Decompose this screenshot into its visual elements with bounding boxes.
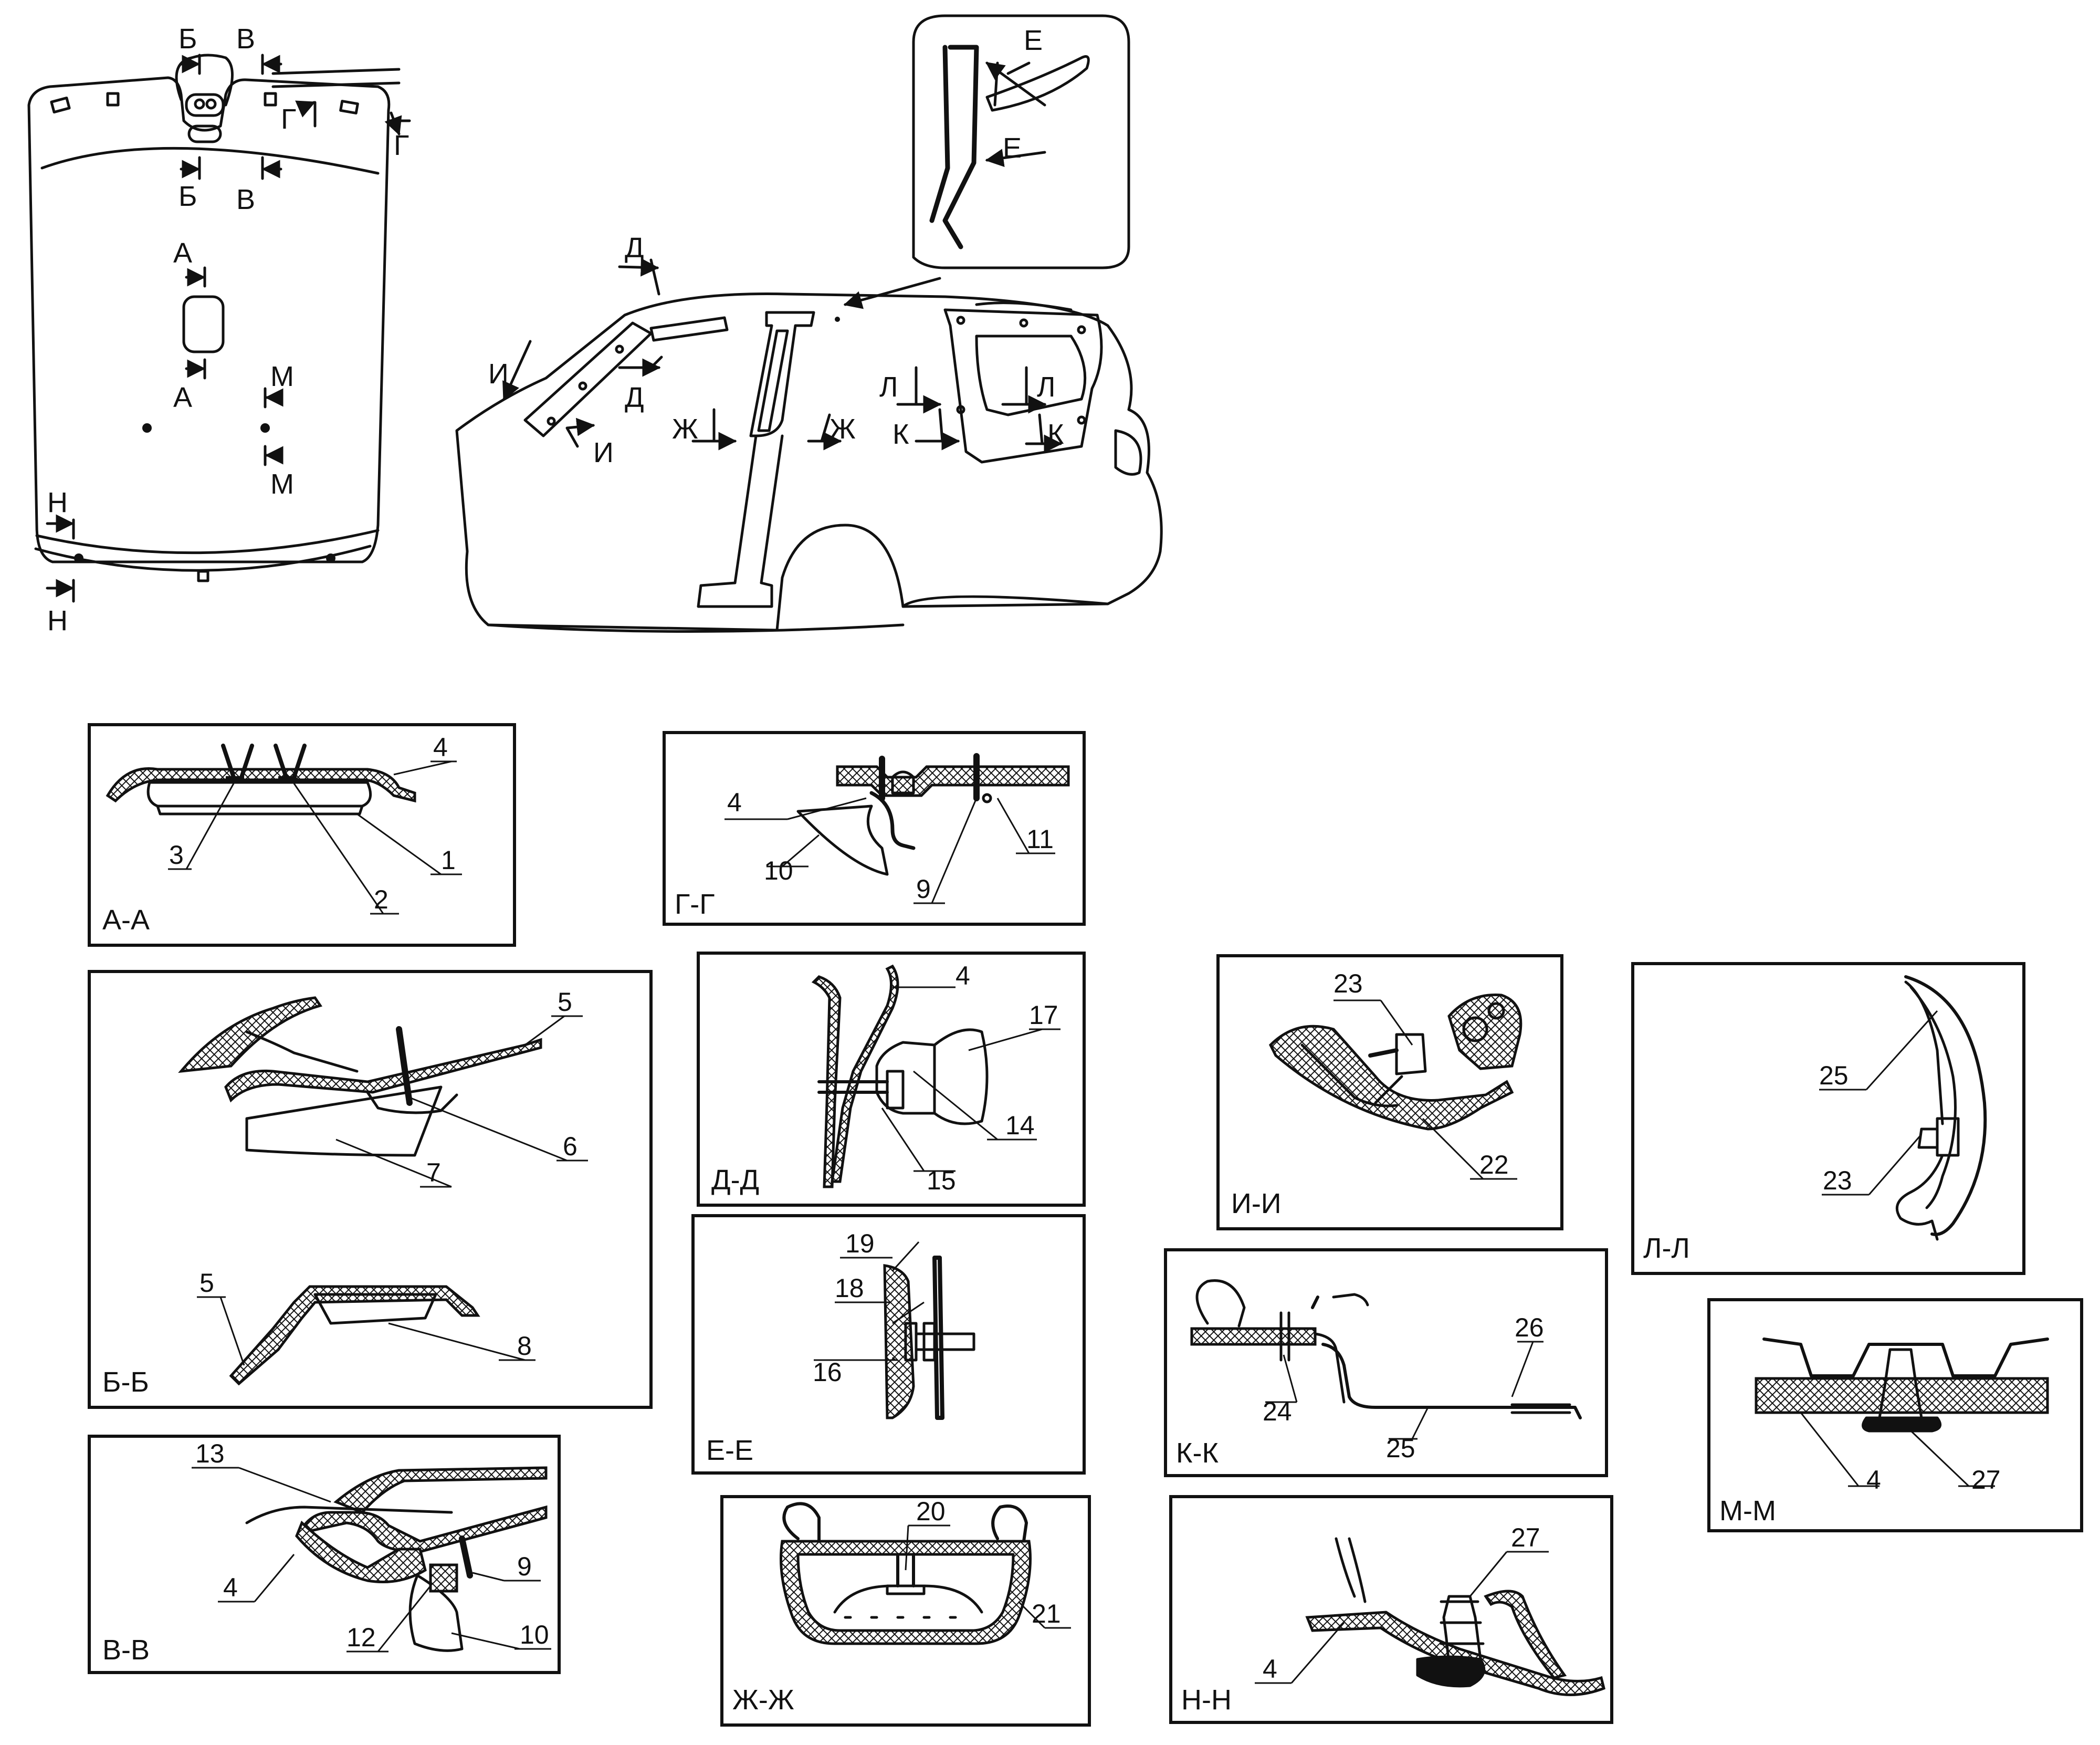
mark-l-right: Л (1037, 371, 1055, 403)
section-zhzh: 20 21 Ж-Ж (720, 1495, 1091, 1727)
mm-title: М-М (1719, 1495, 1776, 1527)
gg-label-4: 4 (727, 788, 742, 817)
section-ee: 19 18 16 Е-Е (691, 1214, 1086, 1475)
ii-label-22: 22 (1479, 1150, 1509, 1179)
bb-label-8: 8 (517, 1331, 532, 1361)
nn-title: Н-Н (1181, 1684, 1232, 1716)
vv-title: В-В (102, 1634, 150, 1666)
ee-label-18: 18 (835, 1273, 864, 1303)
dd-label-14: 14 (1005, 1111, 1035, 1140)
mark-v-top: В (236, 23, 255, 55)
section-nn: 27 4 Н-Н (1169, 1495, 1613, 1724)
mark-g-left: Г (281, 103, 296, 135)
mark-e-top: Е (1024, 25, 1043, 56)
mark-zh-right: Ж (830, 413, 856, 445)
section-dd: 4 17 14 15 Д-Д (697, 952, 1086, 1207)
section-vv: 13 4 9 12 10 В-В (88, 1435, 561, 1674)
kk-label-26: 26 (1515, 1313, 1544, 1342)
mark-d-bottom: Д (625, 382, 644, 413)
mark-g-right: Г (394, 130, 409, 161)
ee-title: Е-Е (706, 1435, 753, 1466)
section-ii: 23 22 И-И (1216, 954, 1563, 1230)
mark-m-top: М (270, 361, 294, 392)
gg-title: Г-Г (675, 889, 715, 920)
bb-label-5-bottom: 5 (200, 1268, 214, 1298)
mark-m-bottom: М (270, 468, 294, 500)
bb-label-6: 6 (563, 1132, 578, 1161)
bb-label-7: 7 (426, 1158, 441, 1187)
zhzh-title: Ж-Ж (732, 1684, 794, 1716)
dd-title: Д-Д (711, 1164, 759, 1196)
section-ll: 25 23 Л-Л (1631, 962, 2025, 1275)
mark-i-top: И (488, 358, 509, 390)
body-side-view: Е Е Д Д И И Ж Ж Л Л К К (455, 14, 1163, 633)
mark-a-bottom: А (173, 382, 192, 413)
mm-label-4: 4 (1866, 1465, 1881, 1495)
mark-a-top: А (173, 237, 192, 269)
vv-label-4: 4 (223, 1573, 238, 1602)
ii-title: И-И (1231, 1188, 1282, 1219)
bb-label-5-top: 5 (558, 987, 572, 1017)
vv-label-13: 13 (195, 1439, 225, 1468)
zhzh-label-20: 20 (916, 1497, 946, 1526)
aa-label-4: 4 (433, 733, 448, 762)
mark-zh-left: Ж (672, 413, 698, 445)
dd-label-4: 4 (956, 961, 970, 990)
ll-title: Л-Л (1643, 1232, 1690, 1264)
ee-label-19: 19 (845, 1229, 875, 1258)
mark-b-top: Б (178, 23, 197, 55)
section-marks-plan: Б Б В В Г Г А А М М Н Н (46, 23, 410, 636)
section-bb: 5 7 6 5 8 Б-Б (88, 970, 653, 1409)
section-gg: 4 10 9 11 Г-Г (663, 731, 1086, 926)
dd-label-17: 17 (1029, 1000, 1058, 1030)
zhzh-label-21: 21 (1032, 1599, 1061, 1628)
vv-label-12: 12 (346, 1623, 376, 1652)
section-kk: 26 24 25 К-К (1164, 1248, 1608, 1477)
gg-label-11: 11 (1026, 824, 1054, 854)
mark-i-bottom: И (593, 437, 614, 468)
aa-label-3: 3 (169, 840, 184, 870)
headliner-plan-view: Б Б В В Г Г А А М М Н Н (27, 23, 410, 636)
aa-label-1: 1 (441, 845, 456, 875)
kk-label-24: 24 (1263, 1397, 1292, 1426)
section-aa: 4 3 2 1 А-А (88, 723, 516, 947)
mark-d-top: Д (625, 232, 644, 264)
mark-n-bottom: Н (47, 605, 68, 636)
section-marks-body: Д Д И И Ж Ж Л Л К К (488, 232, 1064, 468)
mark-v-bottom: В (236, 184, 255, 215)
mark-k-right: К (1047, 419, 1064, 450)
ii-label-23: 23 (1334, 969, 1363, 998)
kk-title: К-К (1176, 1437, 1219, 1469)
mark-k-left: К (892, 419, 909, 450)
nn-label-27: 27 (1511, 1523, 1540, 1552)
mark-l-left: Л (879, 371, 898, 403)
vv-label-10: 10 (520, 1620, 549, 1649)
mm-label-27: 27 (1971, 1465, 2001, 1495)
mark-b-bottom: Б (178, 181, 197, 212)
bb-title: Б-Б (102, 1366, 149, 1398)
kk-label-25: 25 (1386, 1434, 1415, 1463)
ee-label-16: 16 (813, 1357, 842, 1387)
aa-title: А-А (102, 904, 150, 936)
body-trim-fasteners (547, 316, 1086, 426)
aa-label-2: 2 (374, 885, 388, 914)
gg-label-10: 10 (764, 856, 793, 885)
mark-e-bottom: Е (1003, 132, 1022, 164)
vv-label-9: 9 (517, 1552, 532, 1581)
gg-label-9: 9 (916, 874, 931, 904)
section-mm: 4 27 М-М (1707, 1298, 2083, 1532)
ll-label-23: 23 (1823, 1166, 1852, 1195)
nn-label-4: 4 (1263, 1654, 1277, 1684)
dd-label-15: 15 (927, 1166, 956, 1195)
mark-n-top: Н (47, 487, 68, 518)
ll-label-25: 25 (1819, 1061, 1849, 1090)
